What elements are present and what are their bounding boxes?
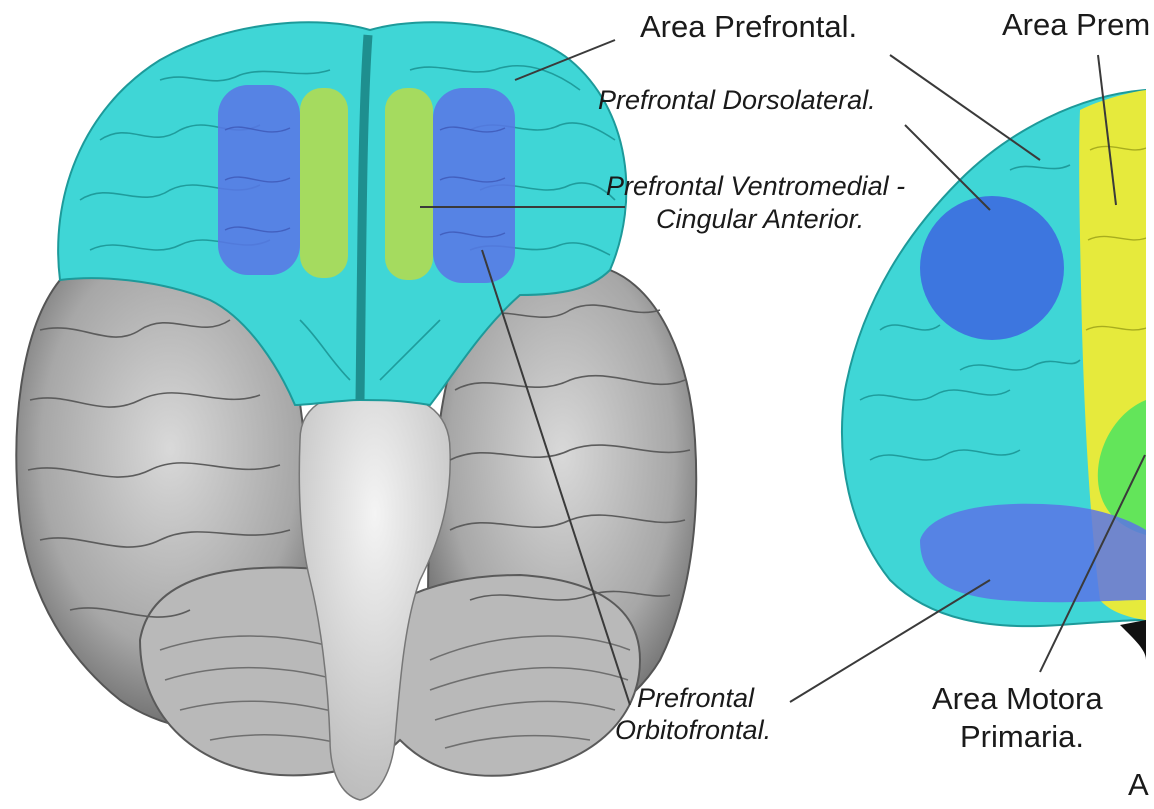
lateral-orbitofrontal-area bbox=[920, 504, 1146, 602]
label-cut-letter: A bbox=[1128, 766, 1149, 803]
label-area-prefrontal: Area Prefrontal. bbox=[640, 8, 857, 45]
label-orbitofrontal-line1: Prefrontal bbox=[637, 682, 754, 714]
orbitofrontal-right-area bbox=[433, 88, 515, 283]
label-ventromedial-line2: Cingular Anterior. bbox=[656, 203, 864, 235]
ventromedial-left-area bbox=[300, 88, 348, 278]
label-ventromedial-line1: Prefrontal Ventromedial - bbox=[606, 170, 905, 202]
ventromedial-right-area bbox=[385, 88, 433, 280]
label-motora-line2: Primaria. bbox=[960, 718, 1084, 755]
label-prefrontal-dorsolateral: Prefrontal Dorsolateral. bbox=[598, 84, 876, 116]
lateral-dark-edge bbox=[1120, 620, 1146, 660]
leader-area-prefrontal-right bbox=[890, 55, 1040, 160]
label-area-premotora: Area Prem bbox=[1002, 6, 1150, 43]
label-motora-line1: Area Motora bbox=[932, 680, 1103, 717]
dorsolateral-area bbox=[920, 196, 1064, 340]
inferior-brain-view bbox=[16, 22, 696, 800]
label-orbitofrontal-line2: Orbitofrontal. bbox=[615, 714, 771, 746]
